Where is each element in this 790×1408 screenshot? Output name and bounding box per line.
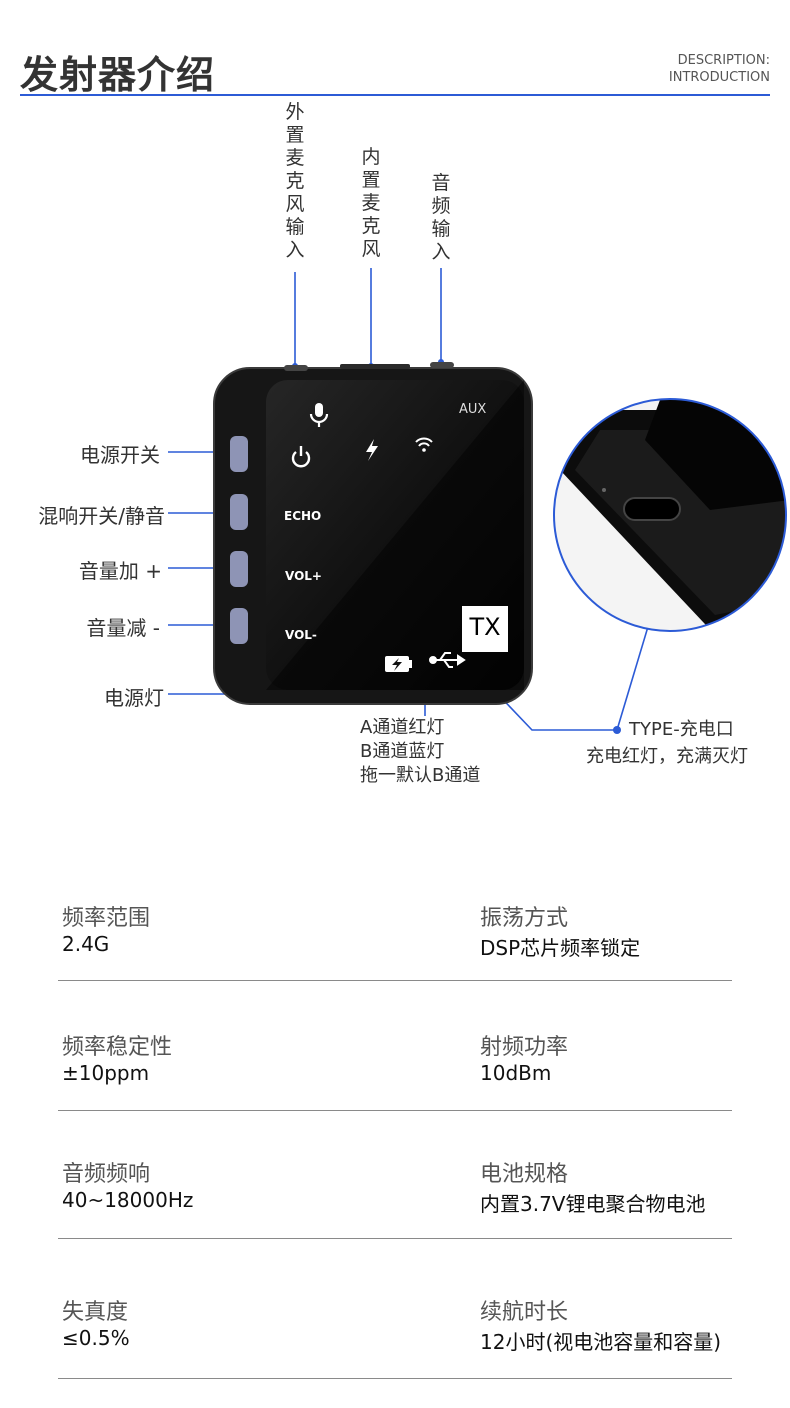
spec-label: 音频频响 [62,1162,151,1187]
spec-divider [58,1378,732,1379]
flash-icon [366,439,378,461]
vol-down-button[interactable] [230,608,248,644]
vol-plus-label: VOL+ [285,569,322,583]
channel-light-note: A通道红灯 B通道蓝灯 拖一默认B通道 [360,717,481,786]
spec-label: 失真度 [62,1300,129,1325]
power-light-label: 电源灯 [104,686,164,710]
spec-divider [58,1238,732,1239]
spec-label: 射频功率 [480,1035,569,1060]
vol-minus-label: VOL- [285,628,317,642]
page-subtitle: DESCRIPTION: INTRODUCTION [640,52,770,86]
aux-label: AUX [459,402,487,417]
spec-label: 振荡方式 [480,906,569,931]
header-divider [20,94,770,96]
audio-input-label: 音 频 输 入 [431,172,451,263]
wifi-icon [415,437,433,452]
tx-label: TX [469,613,501,641]
battery-charging-icon [385,656,412,672]
echo-label: ECHO [284,509,322,523]
usb-icon [429,652,466,668]
power-switch-label: 电源开关 [80,443,160,467]
spec-divider [58,980,732,981]
spec-value: ±10ppm [62,1061,150,1085]
power-icon [291,446,311,468]
vol-down-label: 音量减 - [86,616,160,640]
power-button[interactable] [230,436,248,472]
spec-divider [58,1110,732,1111]
spec-value: 10dBm [480,1061,552,1085]
spec-label: 频率稳定性 [62,1035,173,1060]
type-c-zoom-view [553,398,787,632]
mic-icon [309,403,329,427]
spec-value: 12小时(视电池容量和容量) [480,1330,722,1354]
tx-badge [462,606,508,652]
spec-value: DSP芯片频率锁定 [480,936,641,960]
subtitle-line-1: DESCRIPTION: [677,53,770,68]
page-title: 发射器介绍 [20,53,216,97]
internal-mic-label: 内 置 麦 克 风 [361,146,381,260]
type-c-title: TYPE-充电口 [629,719,734,740]
echo-mute-label: 混响开关/静音 [38,504,165,528]
transmitter-device [213,362,533,705]
spec-value: 40~18000Hz [62,1188,194,1212]
spec-label: 频率范围 [62,906,151,931]
spec-value: 2.4G [62,932,110,956]
spec-value: 内置3.7V锂电聚合物电池 [480,1192,706,1216]
type-c-desc: 充电红灯，充满灭灯 [586,746,748,767]
spec-label: 电池规格 [480,1162,569,1187]
echo-button[interactable] [230,494,248,530]
vol-up-label: 音量加 + [78,559,162,583]
device-illustration [168,268,787,734]
spec-label: 续航时长 [480,1300,569,1325]
external-mic-input-label: 外 置 麦 克 风 输 入 [285,101,305,261]
vol-up-button[interactable] [230,551,248,587]
subtitle-line-2: INTRODUCTION [668,70,770,85]
spec-value: ≤0.5% [62,1326,130,1350]
